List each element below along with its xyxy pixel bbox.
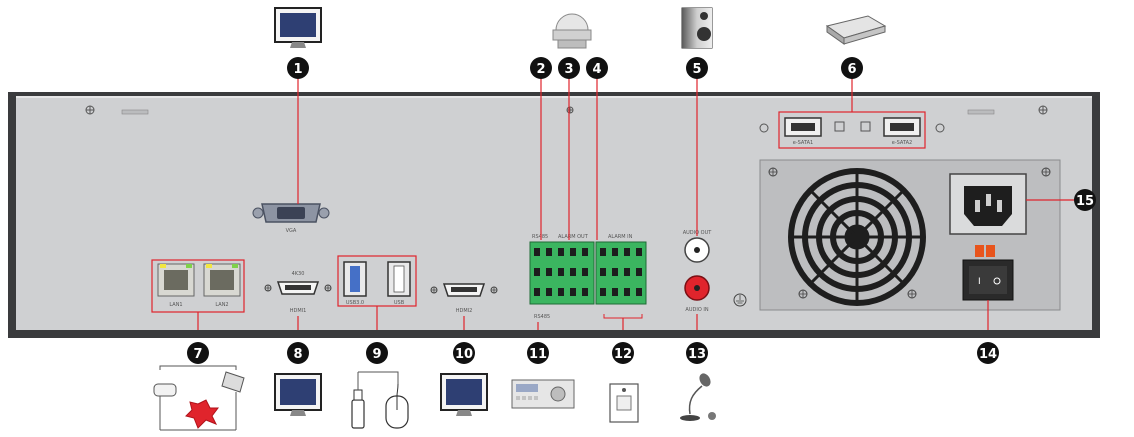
hdmi1-port[interactable]: 4K30 HDMI1: [264, 271, 332, 314]
audio-in-label: AUDIO IN: [685, 307, 708, 313]
monitor-icon: [274, 373, 322, 416]
power-switch[interactable]: I: [962, 259, 1014, 301]
esata-drive-icon: [825, 15, 887, 45]
ptz-camera-icon: [552, 13, 592, 49]
usb-label: USB: [394, 300, 405, 306]
rs485-top-label: RS485: [532, 234, 548, 240]
callout-5: 5: [686, 57, 708, 79]
usb30-port[interactable]: [343, 261, 367, 297]
callout-4: 4: [586, 57, 608, 79]
svg-text:7: 7: [193, 347, 202, 362]
network-device-icon: [153, 365, 245, 431]
screw-icon: [1041, 167, 1051, 177]
callout-6: 6: [841, 57, 863, 79]
callout-10: 10: [453, 342, 475, 364]
callout-1: 1: [287, 57, 309, 79]
switch-off-icon: [993, 277, 1001, 285]
svg-text:15: 15: [1076, 194, 1094, 209]
callout-13: 13: [686, 342, 708, 364]
screw-icon: [264, 284, 272, 292]
svg-text:5: 5: [692, 62, 701, 77]
power-switch-warning-icon: [975, 245, 995, 257]
usb-flash-icon: [351, 371, 399, 429]
svg-text:2: 2: [536, 62, 545, 77]
alarm-in-terminal[interactable]: [595, 241, 647, 305]
esata2-label: e-SATA2: [892, 140, 912, 146]
screw-icon: [324, 284, 332, 292]
svg-text:6: 6: [847, 62, 856, 77]
esata1-label: e-SATA1: [793, 140, 813, 146]
callouts: 1 2 3 4 5 6 7 8 9 10 11 12 13 14 15: [187, 57, 1096, 364]
screw-icon: [430, 286, 438, 294]
panel-screw-icon: [1038, 105, 1048, 115]
hdmi2-port[interactable]: HDMI2: [430, 283, 498, 314]
terminal-blocks[interactable]: RS485 ALARM OUT ALARM IN RS485: [529, 234, 647, 320]
vga-port[interactable]: VGA: [252, 203, 330, 234]
alarm-in-label: ALARM IN: [608, 234, 633, 240]
audio-out-jack[interactable]: [684, 237, 710, 263]
speaker-icon: [681, 7, 713, 49]
microphone-icon: [680, 373, 716, 421]
callout-2: 2: [530, 57, 552, 79]
monitor-icon: [274, 7, 322, 48]
callout-9: 9: [366, 342, 388, 364]
svg-text:14: 14: [979, 347, 997, 362]
switch-on-icon: I: [978, 277, 981, 287]
usb-port[interactable]: [387, 261, 411, 297]
svg-text:1: 1: [293, 62, 302, 77]
hdmi1-top-label: 4K30: [292, 271, 305, 277]
rs485-alarm-out-terminal[interactable]: [529, 241, 595, 305]
mouse-icon: [385, 383, 409, 429]
alarm-sensor-icon: [609, 383, 639, 423]
screw-icon: [798, 289, 808, 299]
svg-text:11: 11: [529, 347, 547, 362]
lan-ports[interactable]: LAN1 LAN2: [151, 259, 245, 313]
monitor-icon: [440, 373, 488, 416]
svg-text:9: 9: [372, 347, 381, 362]
lan1-label: LAN1: [169, 302, 182, 308]
svg-text:13: 13: [688, 347, 706, 362]
vga-label: VGA: [286, 228, 297, 234]
keyboard-controller-icon: [511, 379, 575, 409]
lan2-label: LAN2: [215, 302, 228, 308]
screw-icon: [907, 289, 917, 299]
svg-text:8: 8: [293, 347, 302, 362]
lan1-port[interactable]: [157, 263, 195, 297]
svg-text:4: 4: [592, 62, 601, 77]
fan-icon: [788, 168, 926, 306]
callout-15: 15: [1074, 189, 1096, 211]
esata1-port[interactable]: [784, 117, 822, 137]
usb30-label: USB3.0: [346, 300, 364, 306]
callout-8: 8: [287, 342, 309, 364]
svg-text:10: 10: [455, 347, 473, 362]
callout-12: 12: [612, 342, 634, 364]
callout-11: 11: [527, 342, 549, 364]
svg-text:3: 3: [564, 62, 573, 77]
alarm-out-label: ALARM OUT: [558, 234, 589, 240]
callout-7: 7: [187, 342, 209, 364]
power-inlet[interactable]: [949, 173, 1027, 235]
rs485-bottom-label: RS485: [534, 314, 550, 320]
screw-icon: [490, 286, 498, 294]
ground-icon: [733, 293, 747, 307]
panel-screw-icon: [85, 105, 95, 115]
audio-in-jack[interactable]: [684, 275, 710, 301]
hdmi2-label: HDMI2: [456, 308, 473, 314]
screw-icon: [768, 167, 778, 177]
leader-lines: [197, 78, 1075, 330]
callout-14: 14: [977, 342, 999, 364]
lan2-port[interactable]: [203, 263, 241, 297]
callout-3: 3: [558, 57, 580, 79]
hdmi1-label: HDMI1: [290, 308, 307, 314]
esata2-port[interactable]: [883, 117, 921, 137]
usb-ports[interactable]: USB3.0 USB: [337, 255, 417, 307]
panel-screw-icon: [566, 106, 574, 114]
power-supply: I: [759, 159, 1061, 311]
svg-text:12: 12: [614, 347, 632, 362]
